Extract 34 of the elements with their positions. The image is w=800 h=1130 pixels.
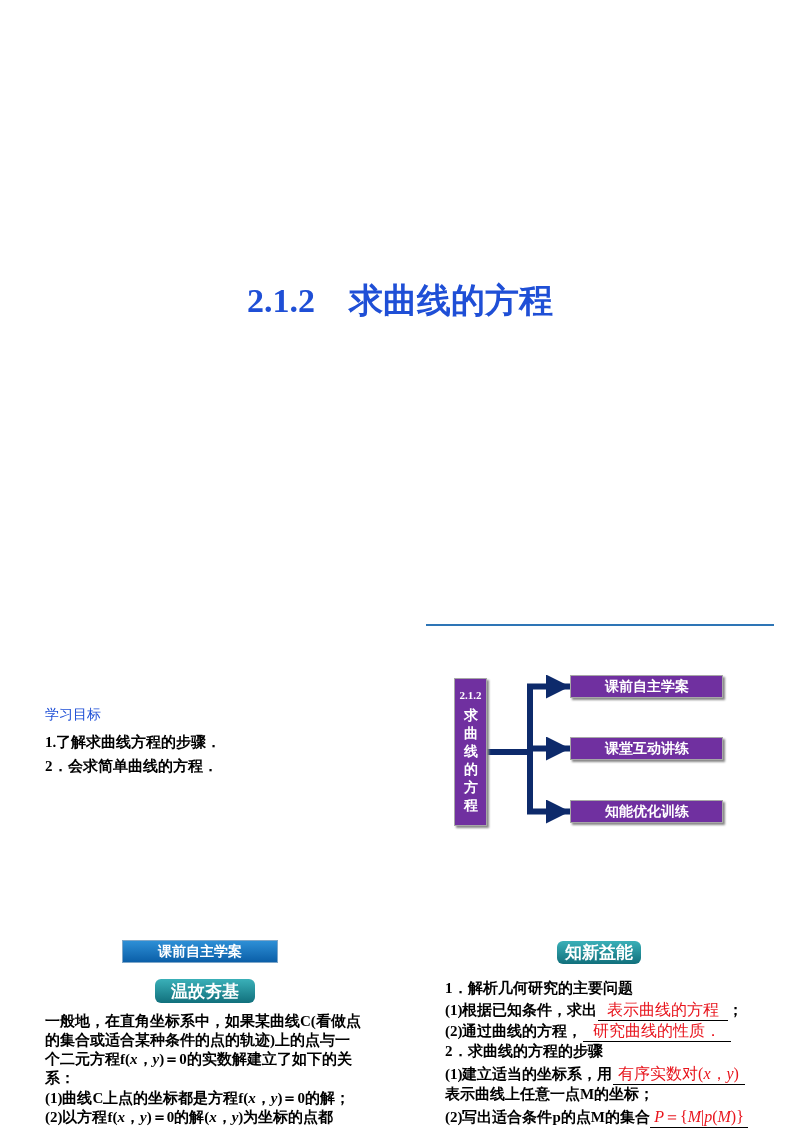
heading-badge [557, 941, 641, 964]
body-text: (1)根据已知条件，求出 [445, 1002, 598, 1018]
body-text: ； [727, 1002, 743, 1018]
fill-in-answer: 有序实数对(x，y) [612, 1063, 745, 1085]
box-label: 知能优化训练 [604, 802, 689, 821]
box-label: 课堂互动讲练 [604, 739, 689, 758]
slide-title: 2.1.2 求曲线的方程 [246, 281, 554, 321]
box-label: 课前自主学案 [158, 942, 242, 961]
section-heading: 学习目标 [45, 706, 102, 724]
section-box [570, 800, 723, 823]
section-box [570, 737, 723, 760]
objective-text: 2．会求简单曲线的方程． [45, 757, 219, 776]
fill-in-answer: P＝{M|p(M)} [650, 1106, 748, 1128]
section-banner [122, 940, 278, 963]
chapter-box [454, 678, 487, 826]
heading-badge [155, 979, 255, 1003]
body-text: 2．求曲线的方程的步骤 [445, 1043, 603, 1059]
body-text: (2)通过曲线的方程， [445, 1023, 583, 1039]
objective-text: 1.了解求曲线方程的步骤． [45, 733, 223, 752]
paragraph-text: (2)以方程f(x，y)＝0的解(x，y)为坐标的点都 [45, 1108, 335, 1127]
fill-in-answer: 表示曲线的方程 [597, 999, 728, 1021]
box-label: 温故夯基 [171, 980, 239, 1003]
body-text: 表示曲线上任意一点M的坐标； [445, 1086, 655, 1102]
body-text: (2)写出适合条件p的点M的集合 [445, 1109, 650, 1125]
box-label: 2.1.2 [459, 689, 482, 701]
body-text: 1．解析几何研究的主要问题 [445, 980, 633, 996]
fill-in-answer: 研究曲线的性质． [582, 1020, 731, 1042]
section-box [570, 675, 723, 698]
body-text: (1)建立适当的坐标系，用 [445, 1066, 613, 1082]
vertical-label: 求曲线的方程 [463, 707, 478, 815]
box-label: 课前自主学案 [604, 677, 689, 696]
paragraph-text: (1)曲线C上点的坐标都是方程f(x，y)＝0的解； [45, 1089, 351, 1108]
arrow [487, 749, 570, 824]
box-label: 知新益能 [565, 942, 633, 964]
